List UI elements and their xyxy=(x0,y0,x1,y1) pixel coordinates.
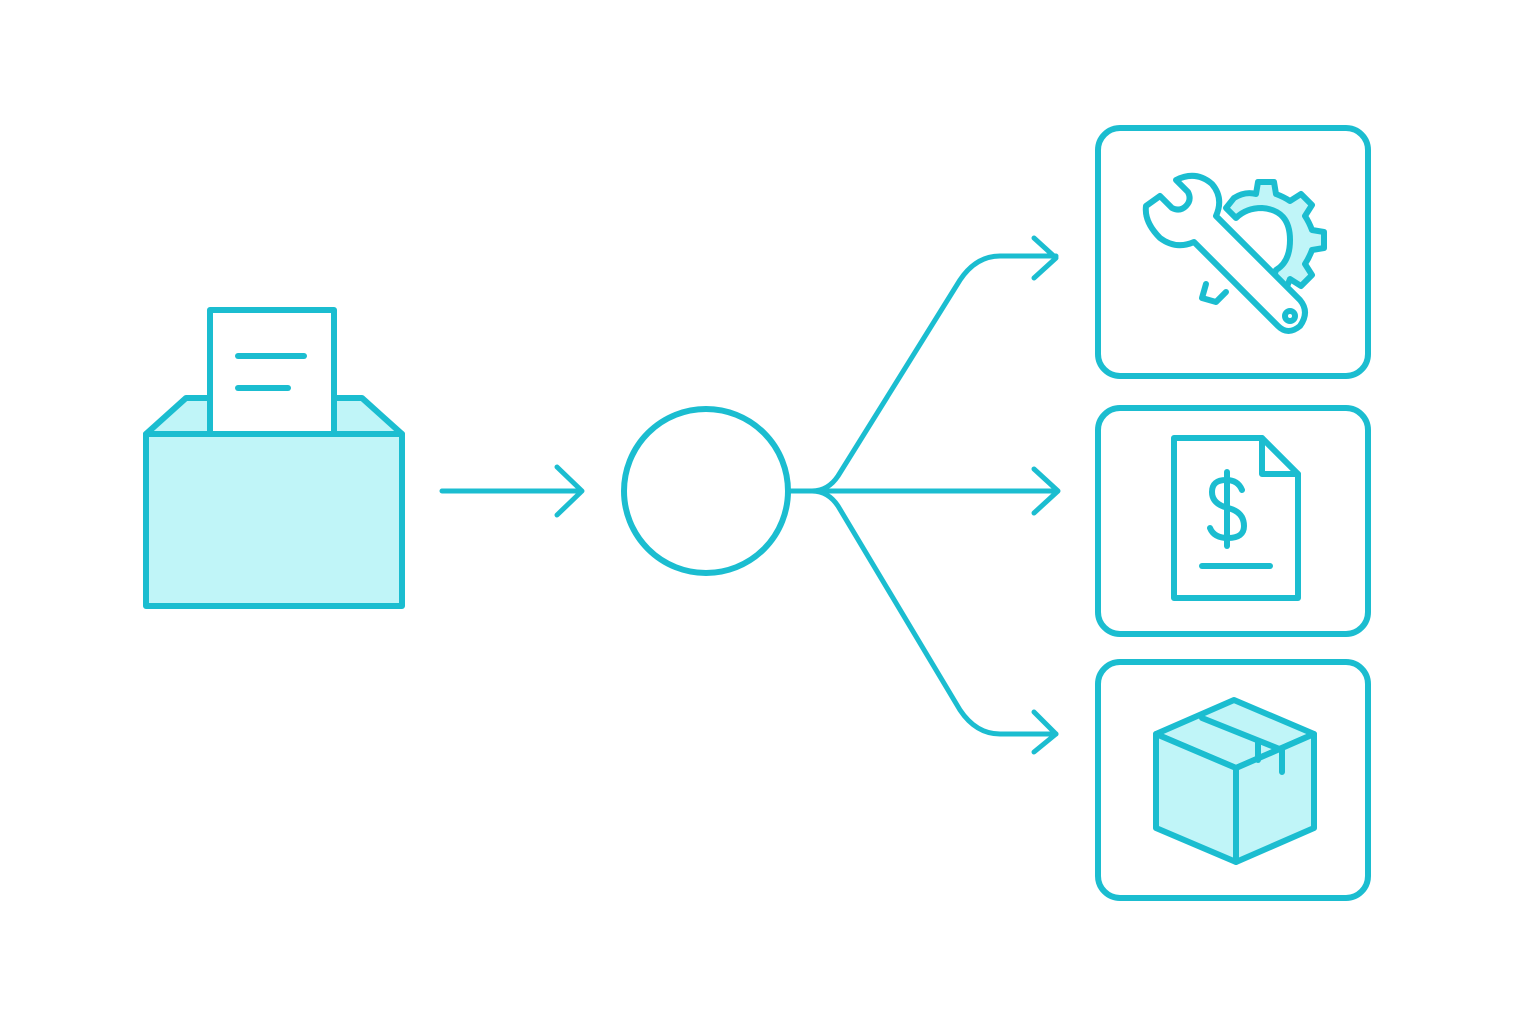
branch-top xyxy=(809,253,1059,494)
package-box-icon xyxy=(1153,697,1317,865)
inbox-with-document-icon xyxy=(143,307,405,609)
inbox-front-face xyxy=(143,431,405,609)
destination-billing xyxy=(1095,405,1371,637)
destination-shipping xyxy=(1095,659,1371,901)
branch-connectors xyxy=(785,235,1061,755)
document-sheet xyxy=(207,307,337,447)
wrench-icon xyxy=(1142,172,1308,334)
wrench-gear-icon xyxy=(1142,172,1327,334)
arrow-to-router xyxy=(439,464,585,518)
router-node xyxy=(621,406,791,576)
destination-service xyxy=(1095,125,1371,379)
branch-bottom xyxy=(809,488,1059,737)
invoice-dollar-icon xyxy=(1171,435,1301,601)
